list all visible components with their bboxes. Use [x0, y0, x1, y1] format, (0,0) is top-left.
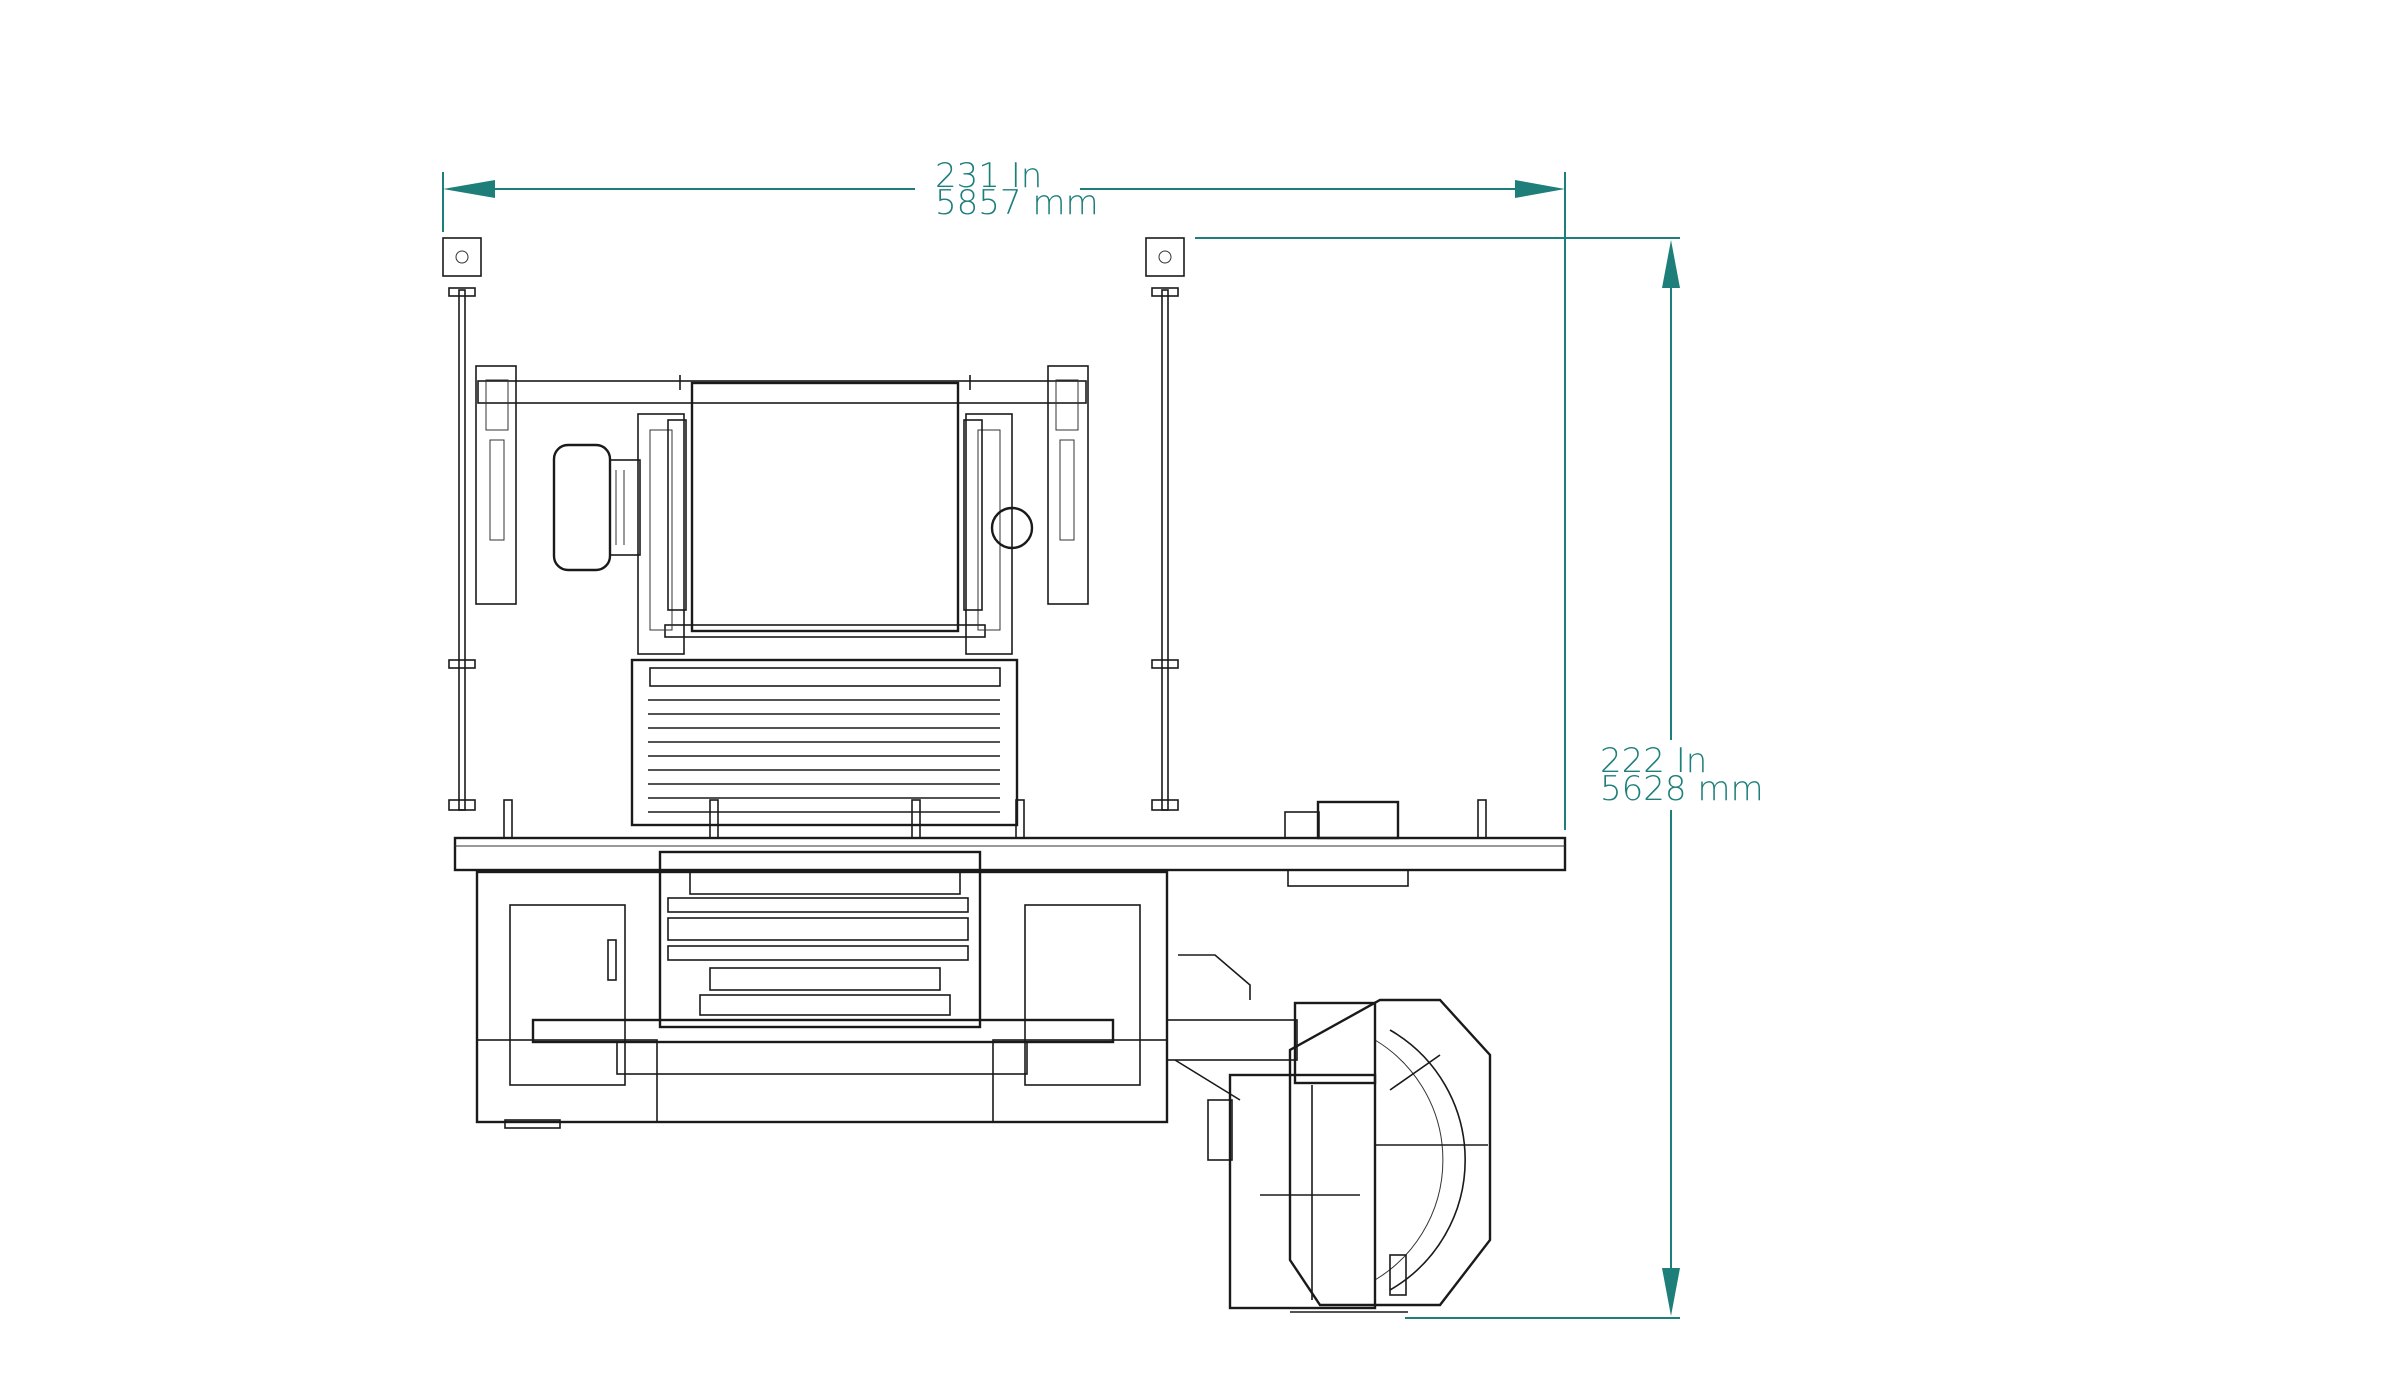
guard-fence: [442, 237, 1185, 811]
height-label-inches: 222 In: [1600, 741, 1707, 781]
width-label-mm: 5857 mm: [935, 183, 1099, 223]
left-column: [637, 413, 685, 655]
conveyor-frame: [630, 658, 1019, 827]
height-arrow-bottom: [1662, 1268, 1680, 1316]
main-beam: [453, 799, 1567, 887]
left-base-plate: [442, 237, 482, 277]
right-round-sensor: [990, 506, 1034, 550]
right-column: [965, 413, 1013, 655]
rotary-unit: [1166, 954, 1492, 1313]
width-label-inches: 231 In: [935, 156, 1042, 196]
width-dimension: 231 In 5857 mm: [442, 156, 1566, 830]
left-guard-post: [458, 289, 466, 811]
beam-motor-unit: [1316, 800, 1400, 840]
height-dimension: 222 In 5628 mm: [1195, 237, 1764, 1319]
foot-bar: [531, 1018, 1115, 1044]
right-guard-post: [1161, 289, 1169, 811]
rotary-top-block: [1293, 1001, 1377, 1085]
rotary-arc: [1389, 1029, 1466, 1291]
lower-machine-body: [475, 850, 1169, 1129]
top-cross-bar: [477, 380, 1087, 404]
rotary-main-block: [1228, 1073, 1377, 1310]
height-label-mm: 5628 mm: [1600, 769, 1764, 809]
right-cabinet: [1024, 904, 1141, 1086]
left-cabinet: [509, 904, 626, 1086]
rotary-housing: [1288, 998, 1492, 1307]
height-arrow-top: [1662, 240, 1680, 288]
left-side-bracket: [475, 365, 517, 605]
central-mechanism: [658, 850, 982, 1029]
right-side-bracket: [1047, 365, 1089, 605]
main-horizontal-beam: [453, 836, 1567, 872]
left-motor: [552, 443, 612, 572]
width-arrow-left: [443, 180, 495, 198]
width-arrow-right: [1515, 180, 1565, 198]
hopper-box: [690, 381, 960, 633]
upper-frame: [475, 365, 1089, 655]
right-base-plate: [1145, 237, 1185, 277]
roller-conveyor: [630, 658, 1019, 827]
